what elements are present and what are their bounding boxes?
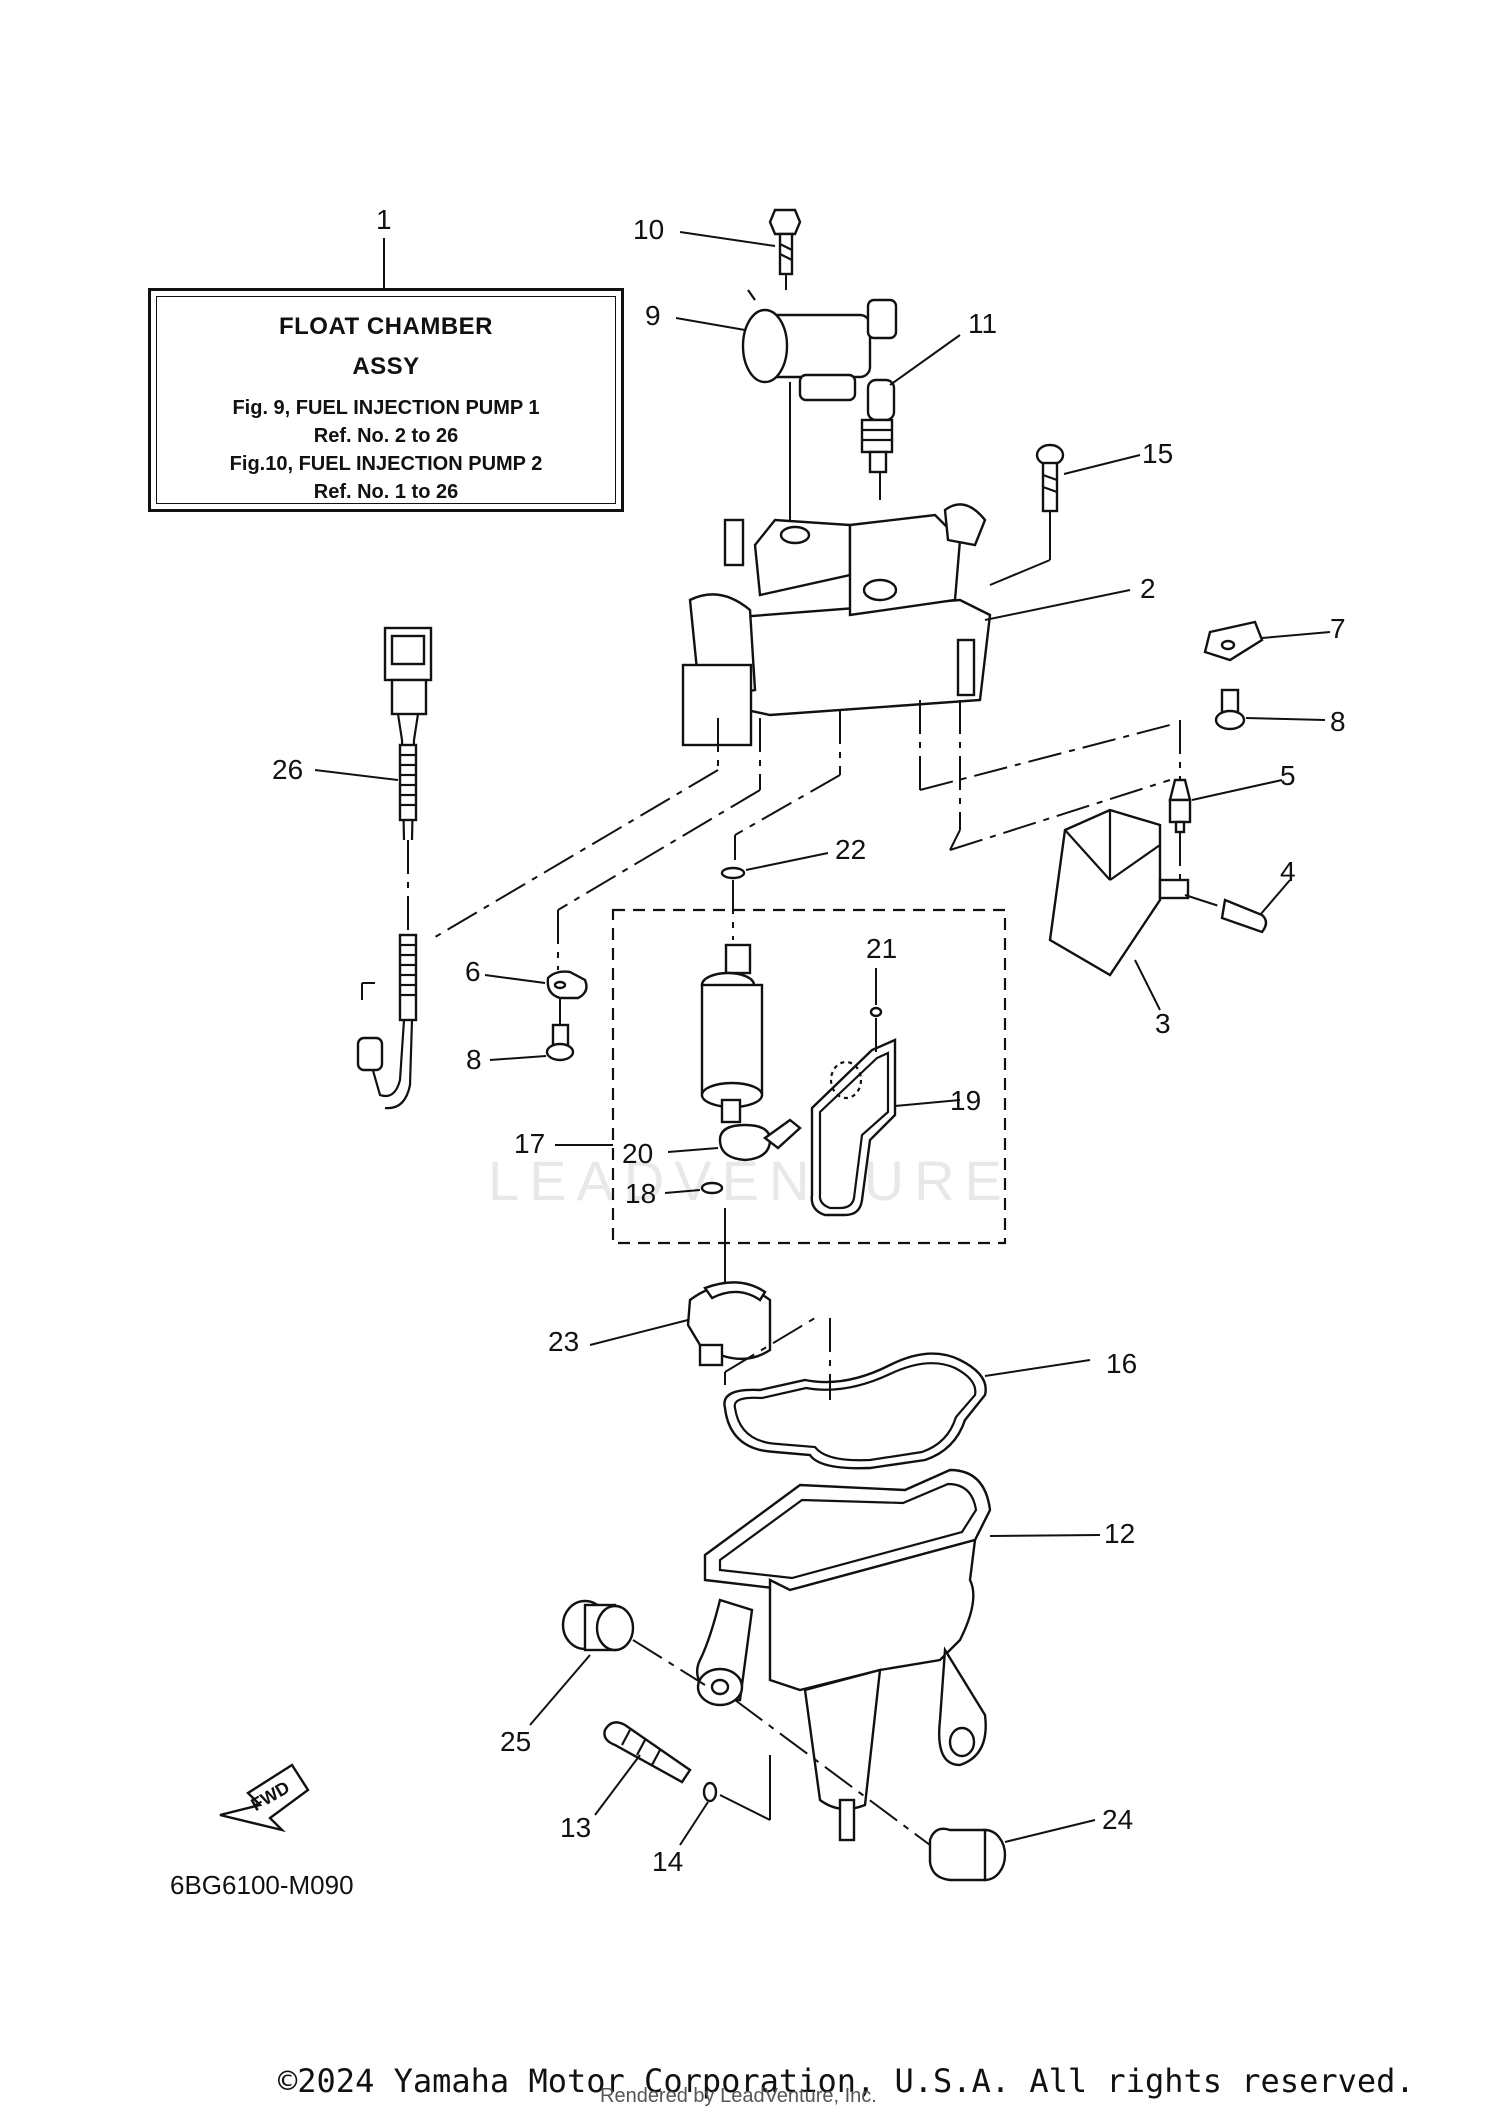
callout-12: 12 <box>1104 1518 1136 1549</box>
callout-17: 17 <box>514 1128 546 1159</box>
note-title-1: FLOAT CHAMBER <box>278 313 494 340</box>
part-6-bracket <box>484 970 588 1000</box>
part-13-screw <box>594 1721 692 1816</box>
note-title-2: ASSY <box>352 353 420 380</box>
callout-15: 15 <box>1142 438 1174 469</box>
callout-2: 2 <box>1140 573 1156 604</box>
callout-8-upper: 8 <box>1330 706 1346 737</box>
callout-11: 11 <box>968 308 998 339</box>
callout-10: 10 <box>633 214 665 245</box>
fwd-arrow-icon <box>219 1763 310 1833</box>
callout-4: 4 <box>1280 856 1296 887</box>
callout-7: 7 <box>1330 613 1346 644</box>
part-15-screw <box>1035 443 1141 513</box>
part-23-holder <box>589 1281 772 1367</box>
part-10-bolt <box>679 208 802 276</box>
copyright-notice: ©2024 Yamaha Motor Corporation, U.S.A. A… <box>278 2062 1415 2100</box>
callout-25: 25 <box>500 1726 532 1757</box>
callout-3: 3 <box>1155 1008 1171 1039</box>
part-7-bracket <box>1203 620 1331 662</box>
callout-16: 16 <box>1106 1348 1138 1379</box>
part-12-float-chamber <box>695 1468 1101 1842</box>
part-18-small-oring <box>664 1181 724 1195</box>
callout-24: 24 <box>1102 1804 1134 1835</box>
part-5-needle <box>1168 778 1283 834</box>
part-25-grommet <box>529 1599 635 1726</box>
part-16-gasket <box>723 1352 1091 1470</box>
callout-26: 26 <box>272 754 304 785</box>
part-21-clip <box>869 968 883 1018</box>
part-9-regulator <box>675 289 898 402</box>
note-line-6: Ref. No. 1 to 26 <box>313 481 459 503</box>
callout-13: 13 <box>560 1812 592 1843</box>
callout-21: 21 <box>866 933 898 964</box>
part-8-screw-upper <box>1214 688 1326 731</box>
part-8-screw-lower <box>489 1023 575 1062</box>
diagram-code: 6BG6100-M090 <box>170 1870 354 1900</box>
part-24-plug <box>928 1819 1096 1882</box>
part-20-filter-mount <box>667 1118 802 1162</box>
note-line-5: Fig.10, FUEL INJECTION PUMP 2 <box>229 453 543 475</box>
rendered-by: Rendered by LeadVenture, Inc. <box>600 2085 877 2107</box>
part-14-oring <box>679 1781 718 1846</box>
note-box: FLOAT CHAMBER ASSY Fig. 9, FUEL INJECTIO… <box>148 288 624 512</box>
note-line-4: Ref. No. 2 to 26 <box>313 425 459 447</box>
part-19-filter <box>810 1038 961 1217</box>
callout-9: 9 <box>645 300 661 331</box>
part-2-housing <box>681 503 1131 747</box>
callout-8-lower: 8 <box>466 1044 482 1075</box>
part-4-pin <box>1220 879 1291 934</box>
part-3-float <box>1048 808 1190 1011</box>
callout-18: 18 <box>625 1178 657 1209</box>
callout-23: 23 <box>548 1326 580 1357</box>
callout-1: 1 <box>376 204 392 235</box>
part-26-harness <box>314 626 433 1110</box>
note-line-3: Fig. 9, FUEL INJECTION PUMP 1 <box>232 397 540 419</box>
callout-19: 19 <box>950 1085 982 1116</box>
part-22-oring <box>720 852 829 880</box>
part-11-sensor <box>860 334 961 474</box>
part-fuel-pump <box>700 943 764 1124</box>
callout-5: 5 <box>1280 760 1296 791</box>
callout-14: 14 <box>652 1846 684 1877</box>
callout-22: 22 <box>835 834 867 865</box>
callout-6: 6 <box>465 956 481 987</box>
callout-20: 20 <box>622 1138 654 1169</box>
part-17-pump-assy-box <box>611 908 1007 1245</box>
